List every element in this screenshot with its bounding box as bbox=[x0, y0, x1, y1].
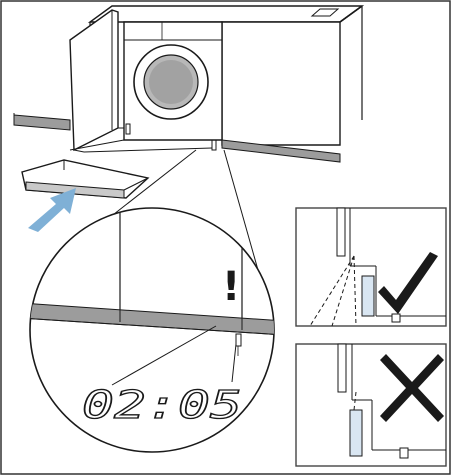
warning-mark: ! bbox=[222, 264, 240, 310]
countertop bbox=[87, 5, 365, 23]
check-mark bbox=[378, 252, 438, 314]
plinth-left bbox=[13, 114, 71, 131]
zoomed-plinth bbox=[30, 302, 274, 337]
foot-correct bbox=[361, 275, 375, 317]
push-arrow bbox=[28, 188, 76, 232]
cabinet-door-open bbox=[69, 9, 119, 152]
cross-mark bbox=[380, 354, 444, 422]
cabinet-right bbox=[221, 21, 341, 146]
plinth-right bbox=[221, 139, 341, 163]
foot-incorrect bbox=[349, 409, 363, 457]
kitchen-cabinet-scene bbox=[13, 5, 365, 271]
magnified-detail: ! 02:05 bbox=[29, 207, 275, 453]
display-readout: 02:05 bbox=[82, 383, 242, 427]
correct-installation-panel bbox=[295, 207, 447, 327]
incorrect-installation-panel bbox=[295, 343, 447, 467]
